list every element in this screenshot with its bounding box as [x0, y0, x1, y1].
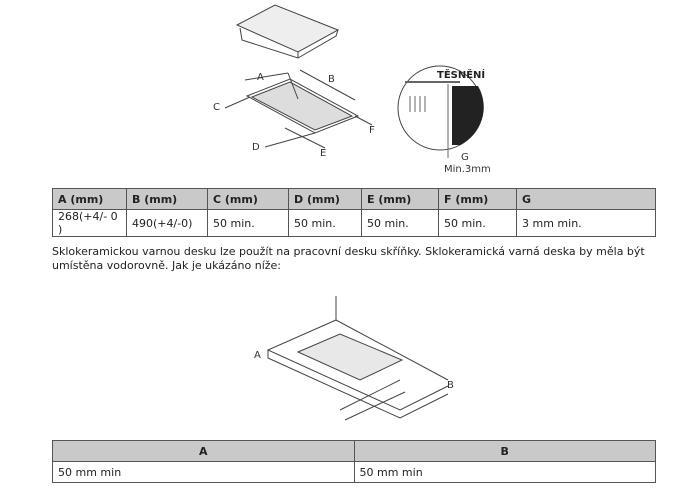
dimensions-table: A (mm) B (mm) C (mm) D (mm) E (mm) F (mm…: [52, 188, 656, 237]
dim-label-b: B: [328, 74, 335, 85]
table-header-row: A B: [52, 440, 656, 462]
table-row: 268(+4/- 0 ) 490(+4/-0) 50 min. 50 min. …: [52, 209, 656, 237]
dim-label-d: D: [252, 142, 260, 153]
col-header-b: B (mm): [126, 188, 208, 210]
col-header-a: A (mm): [52, 188, 127, 210]
cell-c: 50 min.: [207, 209, 289, 237]
dim-label-e: E: [320, 148, 326, 159]
cutout-illustration: [224, 69, 373, 149]
dim-label-b-bottom: B: [447, 380, 454, 391]
cell-a: 50 mm min: [52, 461, 355, 483]
col-header-a: A: [52, 440, 355, 462]
cell-a: 268(+4/- 0 ): [52, 209, 127, 237]
col-header-b: B: [353, 440, 656, 462]
seal-label: TĚSNĚNÍ: [437, 68, 485, 81]
col-header-f: F (mm): [438, 188, 517, 210]
worktop-illustration: [266, 296, 449, 421]
col-header-e: E (mm): [361, 188, 439, 210]
cell-b: 50 mm min: [353, 461, 656, 483]
cell-f: 50 min.: [438, 209, 517, 237]
dim-label-f: F: [369, 125, 375, 136]
dim-label-a-bottom: A: [254, 350, 261, 361]
col-header-d: D (mm): [288, 188, 362, 210]
cell-b: 490(+4/-0): [126, 209, 208, 237]
cell-g: 3 mm min.: [516, 209, 656, 237]
cell-e: 50 min.: [361, 209, 439, 237]
dim-label-c: C: [213, 102, 220, 113]
hob-illustration: [235, 4, 340, 59]
col-header-g: G: [516, 188, 656, 210]
table-row: 50 mm min 50 mm min: [52, 461, 656, 483]
seal-detail: [397, 65, 484, 158]
cell-d: 50 min.: [288, 209, 362, 237]
gap-min-label: Min.3mm: [444, 164, 491, 175]
gap-label-g: G: [461, 152, 469, 163]
clearance-table: A B 50 mm min 50 mm min: [52, 440, 656, 483]
col-header-c: C (mm): [207, 188, 289, 210]
table-header-row: A (mm) B (mm) C (mm) D (mm) E (mm) F (mm…: [52, 188, 656, 210]
dim-label-a: A: [257, 72, 264, 83]
instruction-paragraph: Sklokeramickou varnou desku lze použít n…: [52, 245, 645, 272]
